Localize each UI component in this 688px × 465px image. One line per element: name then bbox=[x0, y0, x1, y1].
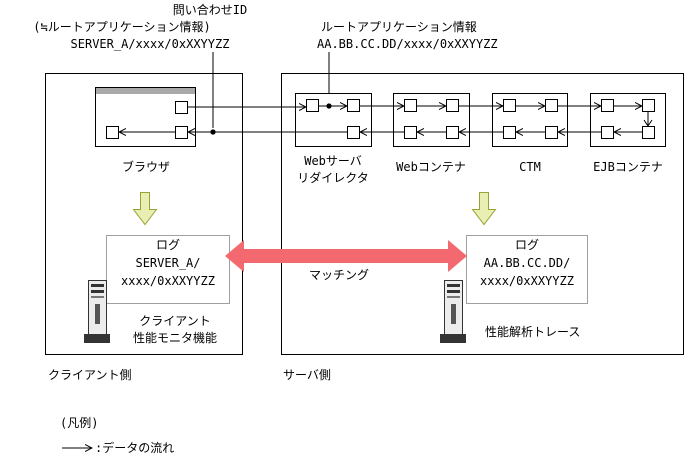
ctm-port-return-out bbox=[503, 126, 516, 139]
client-side-label: クライアント側 bbox=[48, 368, 132, 382]
ejb-container-label: EJBコンテナ bbox=[593, 160, 663, 174]
ejb-port-process bbox=[642, 99, 655, 112]
client-monitor-line2: 性能モニタ機能 bbox=[132, 331, 217, 345]
trace-label: 性能解析トレース bbox=[485, 325, 581, 339]
flow-arrow-ejb-turn-head bbox=[643, 119, 653, 127]
legend-title: (凡例) bbox=[60, 416, 99, 430]
server-side-frame bbox=[281, 73, 684, 355]
redirector-port-out bbox=[347, 99, 360, 112]
inquiry-id-dot bbox=[210, 129, 216, 135]
browser-port-receive bbox=[175, 126, 188, 139]
server-machine-icon bbox=[440, 280, 466, 343]
server-log-title: ログ bbox=[514, 238, 539, 252]
ctm-port-out bbox=[545, 99, 558, 112]
server-log-line2: xxxx/0xXXYYZZ bbox=[480, 274, 574, 288]
inquiry-id-subtitle: (≒ルートアプリケーション情報) bbox=[33, 20, 211, 34]
server-log-line1: AA.BB.CC.DD/ bbox=[483, 256, 571, 270]
redirector-label-line1: Webサーバ bbox=[304, 154, 362, 168]
inquiry-id-title: 問い合わせID bbox=[172, 3, 248, 17]
browser-label: ブラウザ bbox=[121, 160, 170, 174]
client-log-title: ログ bbox=[155, 238, 180, 252]
client-log-line2: xxxx/0xXXYYZZ bbox=[121, 274, 215, 288]
redirector-port-return bbox=[347, 126, 360, 139]
browser-titlebar bbox=[96, 88, 195, 94]
server-output-arrow bbox=[471, 192, 497, 226]
matching-label: マッチング bbox=[309, 268, 370, 282]
client-side-frame bbox=[45, 73, 243, 355]
inquiry-id-value: SERVER_A/xxxx/0xXXYYZZ bbox=[70, 37, 230, 51]
client-monitor-line1: クライアント bbox=[139, 314, 211, 328]
client-log-box bbox=[106, 235, 230, 304]
root-info-dot bbox=[326, 103, 332, 109]
browser-port-send bbox=[175, 101, 188, 114]
web-container-port-in bbox=[404, 99, 417, 112]
client-output-arrow bbox=[132, 192, 158, 226]
client-log-line1: SERVER_A/ bbox=[135, 256, 201, 270]
client-machine-icon bbox=[84, 280, 110, 343]
ctm-port-return-in bbox=[545, 126, 558, 139]
ejb-port-return-in bbox=[642, 126, 655, 139]
web-container-port-out bbox=[446, 99, 459, 112]
web-container-port-return-out bbox=[404, 126, 417, 139]
root-info-value: AA.BB.CC.DD/xxxx/0xXXYYZZ bbox=[317, 37, 498, 51]
ctm-port-in bbox=[503, 99, 516, 112]
redirector-port-in bbox=[306, 99, 319, 112]
ejb-port-in bbox=[601, 99, 614, 112]
ejb-port-return-out bbox=[601, 126, 614, 139]
browser-port-display bbox=[106, 126, 119, 139]
redirector-label-line2: リダイレクタ bbox=[297, 171, 369, 185]
web-container-label: Webコンテナ bbox=[396, 160, 466, 174]
legend-flow-label: :データの流れ bbox=[95, 441, 175, 455]
web-container-port-return-in bbox=[446, 126, 459, 139]
ctm-label: CTM bbox=[519, 160, 541, 174]
root-info-title: ルートアプリケーション情報 bbox=[321, 20, 477, 34]
server-log-box bbox=[466, 235, 588, 304]
server-side-label: サーバ側 bbox=[283, 368, 331, 382]
matching-arrow bbox=[225, 240, 467, 272]
